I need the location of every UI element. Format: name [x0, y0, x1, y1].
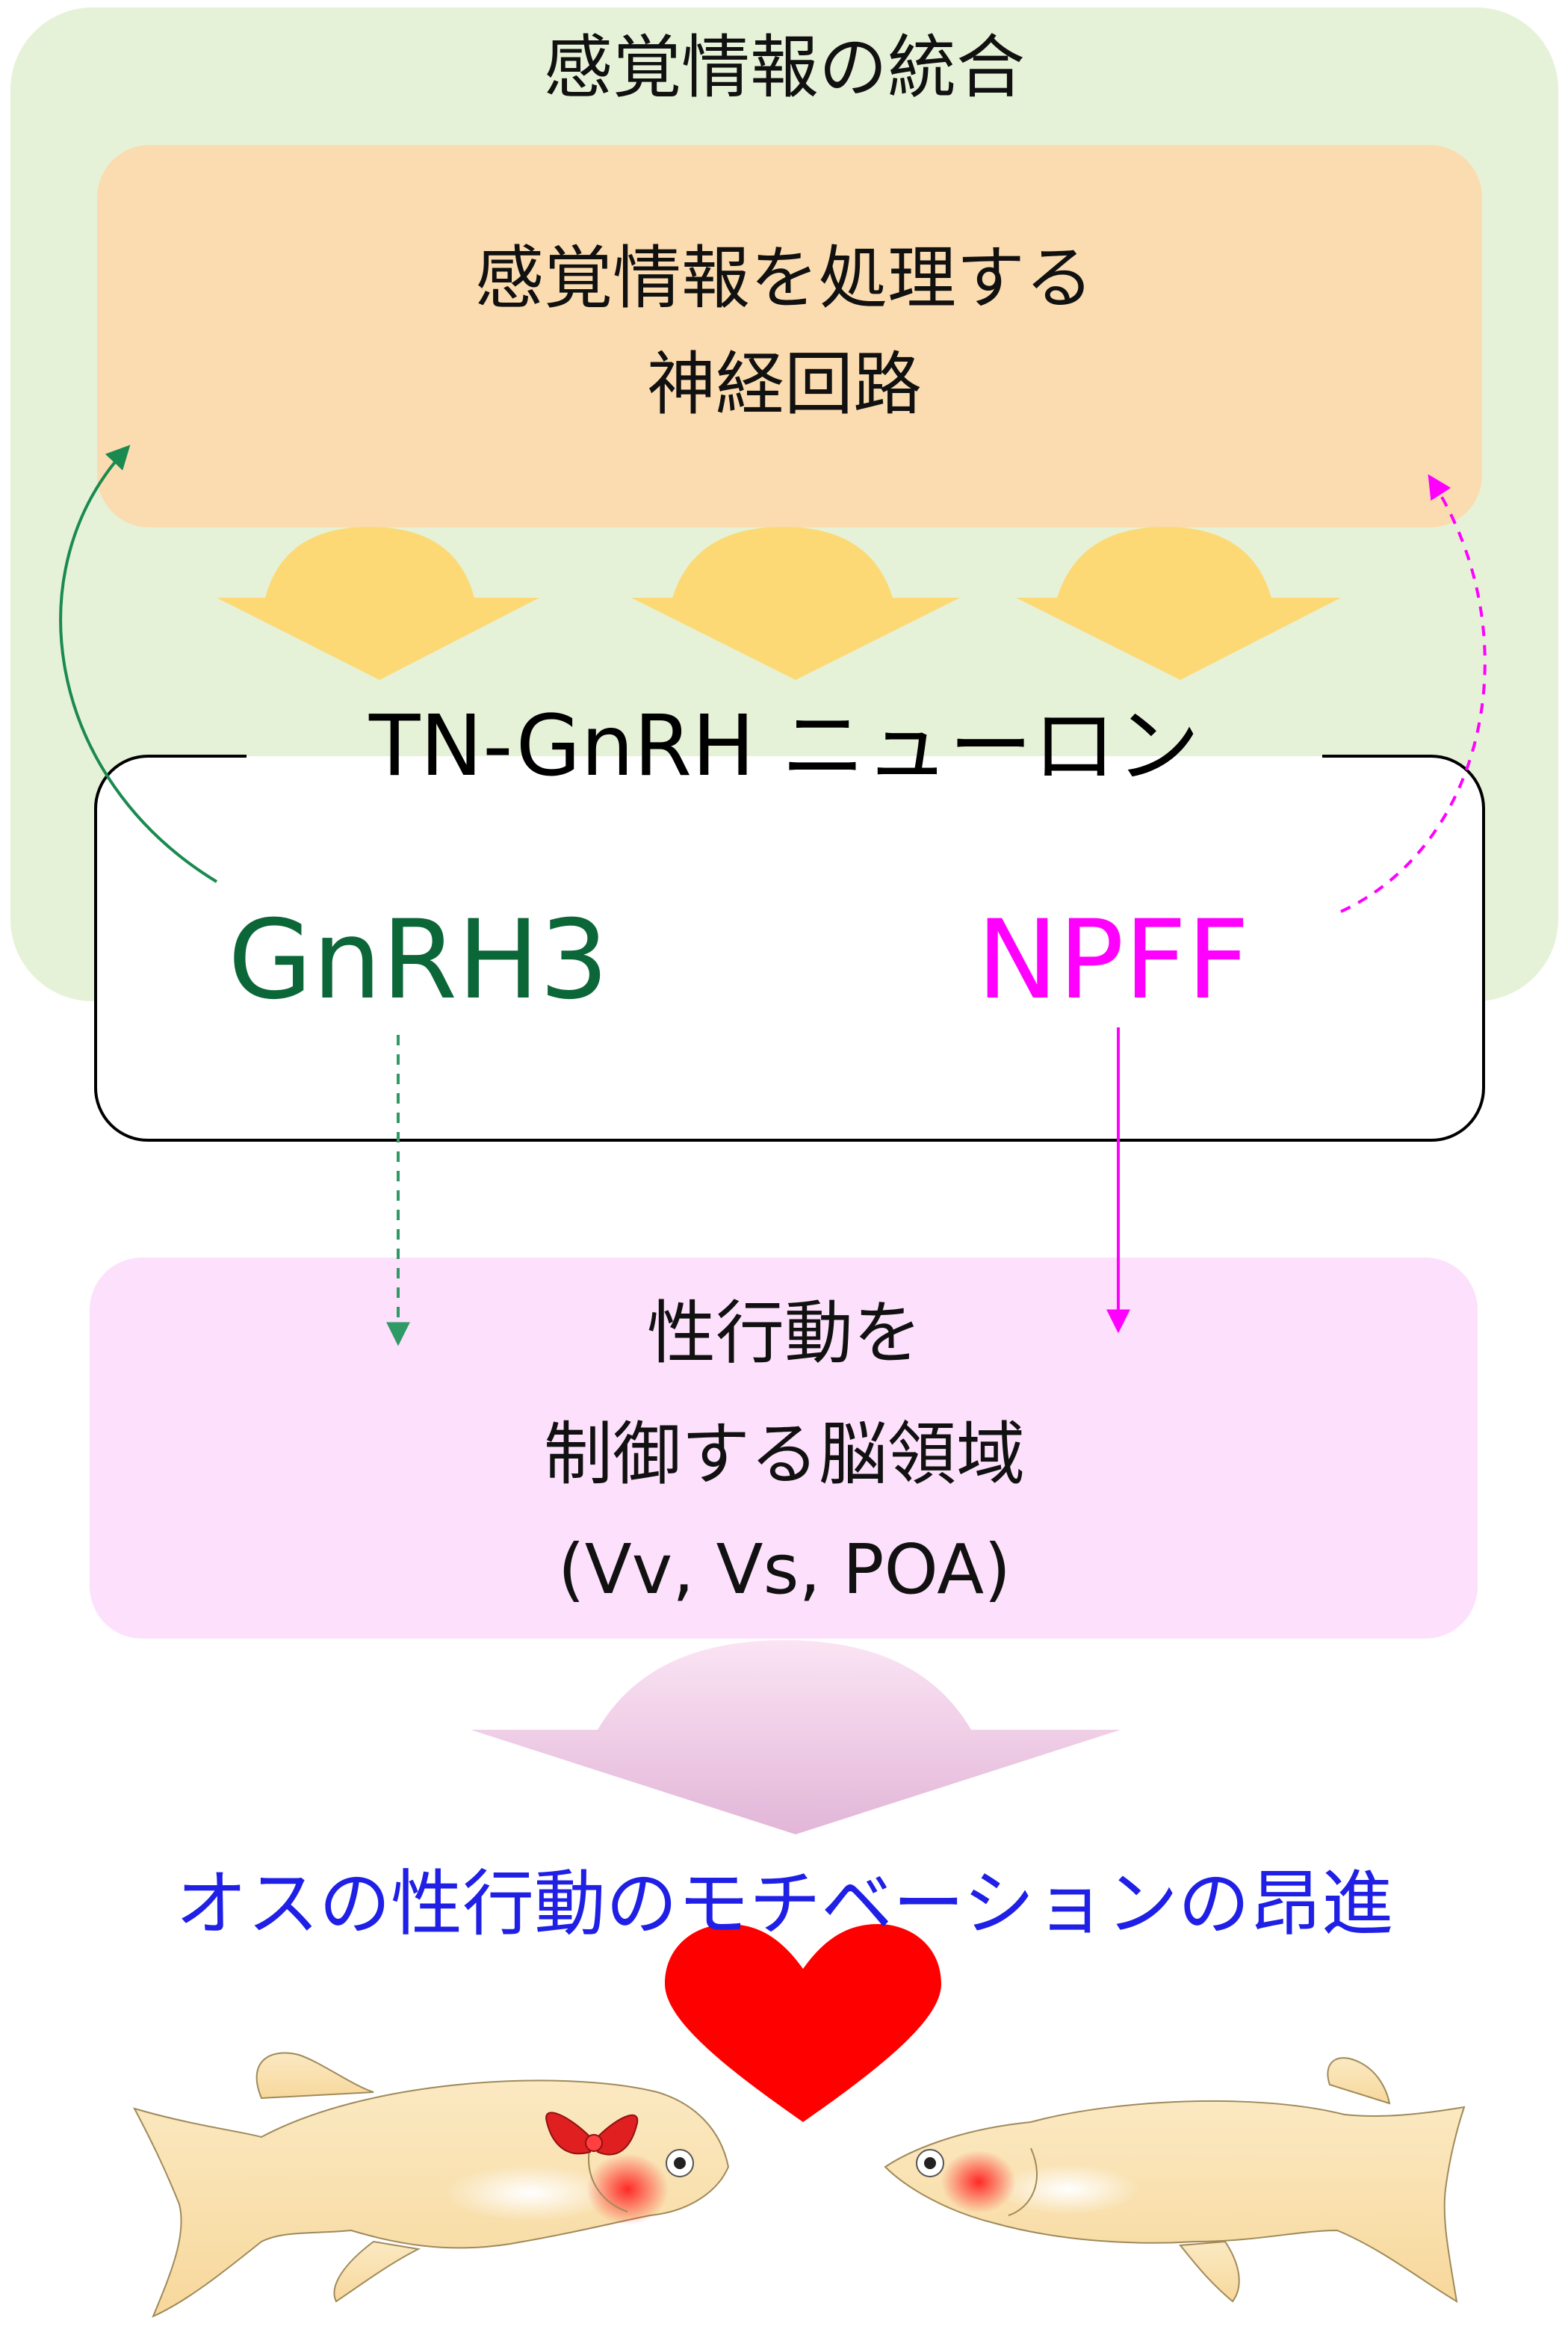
neuron-title-gap-lower — [247, 756, 1322, 776]
heart-icon — [665, 1924, 941, 2122]
yellow-down-arrows — [217, 527, 1341, 680]
brain-region-line3: (Vv, Vs, POA) — [557, 1530, 1011, 1609]
integration-title: 感覚情報の統合 — [543, 28, 1025, 108]
female-fish-icon — [884, 2057, 1466, 2303]
ribbon-icon — [545, 2112, 639, 2156]
outcome-label: オスの性行動のモチベーションの昂進 — [175, 1862, 1394, 1946]
circuit-box — [97, 145, 1482, 528]
circuit-label-line1: 感覚情報を処理する — [474, 238, 1094, 318]
big-pink-arrow — [471, 1640, 1121, 1834]
brain-region-box — [90, 1258, 1478, 1639]
npff-to-circuit-arrow — [1340, 474, 1487, 913]
yellow-arrow-1 — [217, 527, 539, 680]
yellow-arrow-3 — [1016, 527, 1341, 680]
npff-label: NPFF — [976, 897, 1250, 1024]
yellow-arrow-2 — [631, 527, 960, 680]
brain-region-line2: 制御する脳領域 — [543, 1414, 1025, 1494]
gnrh3-label: GnRH3 — [228, 897, 609, 1024]
male-fish-icon — [133, 2052, 730, 2318]
gnrh3-to-circuit-arrow — [59, 445, 218, 883]
neuron-title: TN-GnRH ニューロン — [368, 698, 1200, 795]
brain-region-line1: 性行動を — [646, 1293, 922, 1373]
circuit-label-line2: 神経回路 — [646, 344, 922, 424]
